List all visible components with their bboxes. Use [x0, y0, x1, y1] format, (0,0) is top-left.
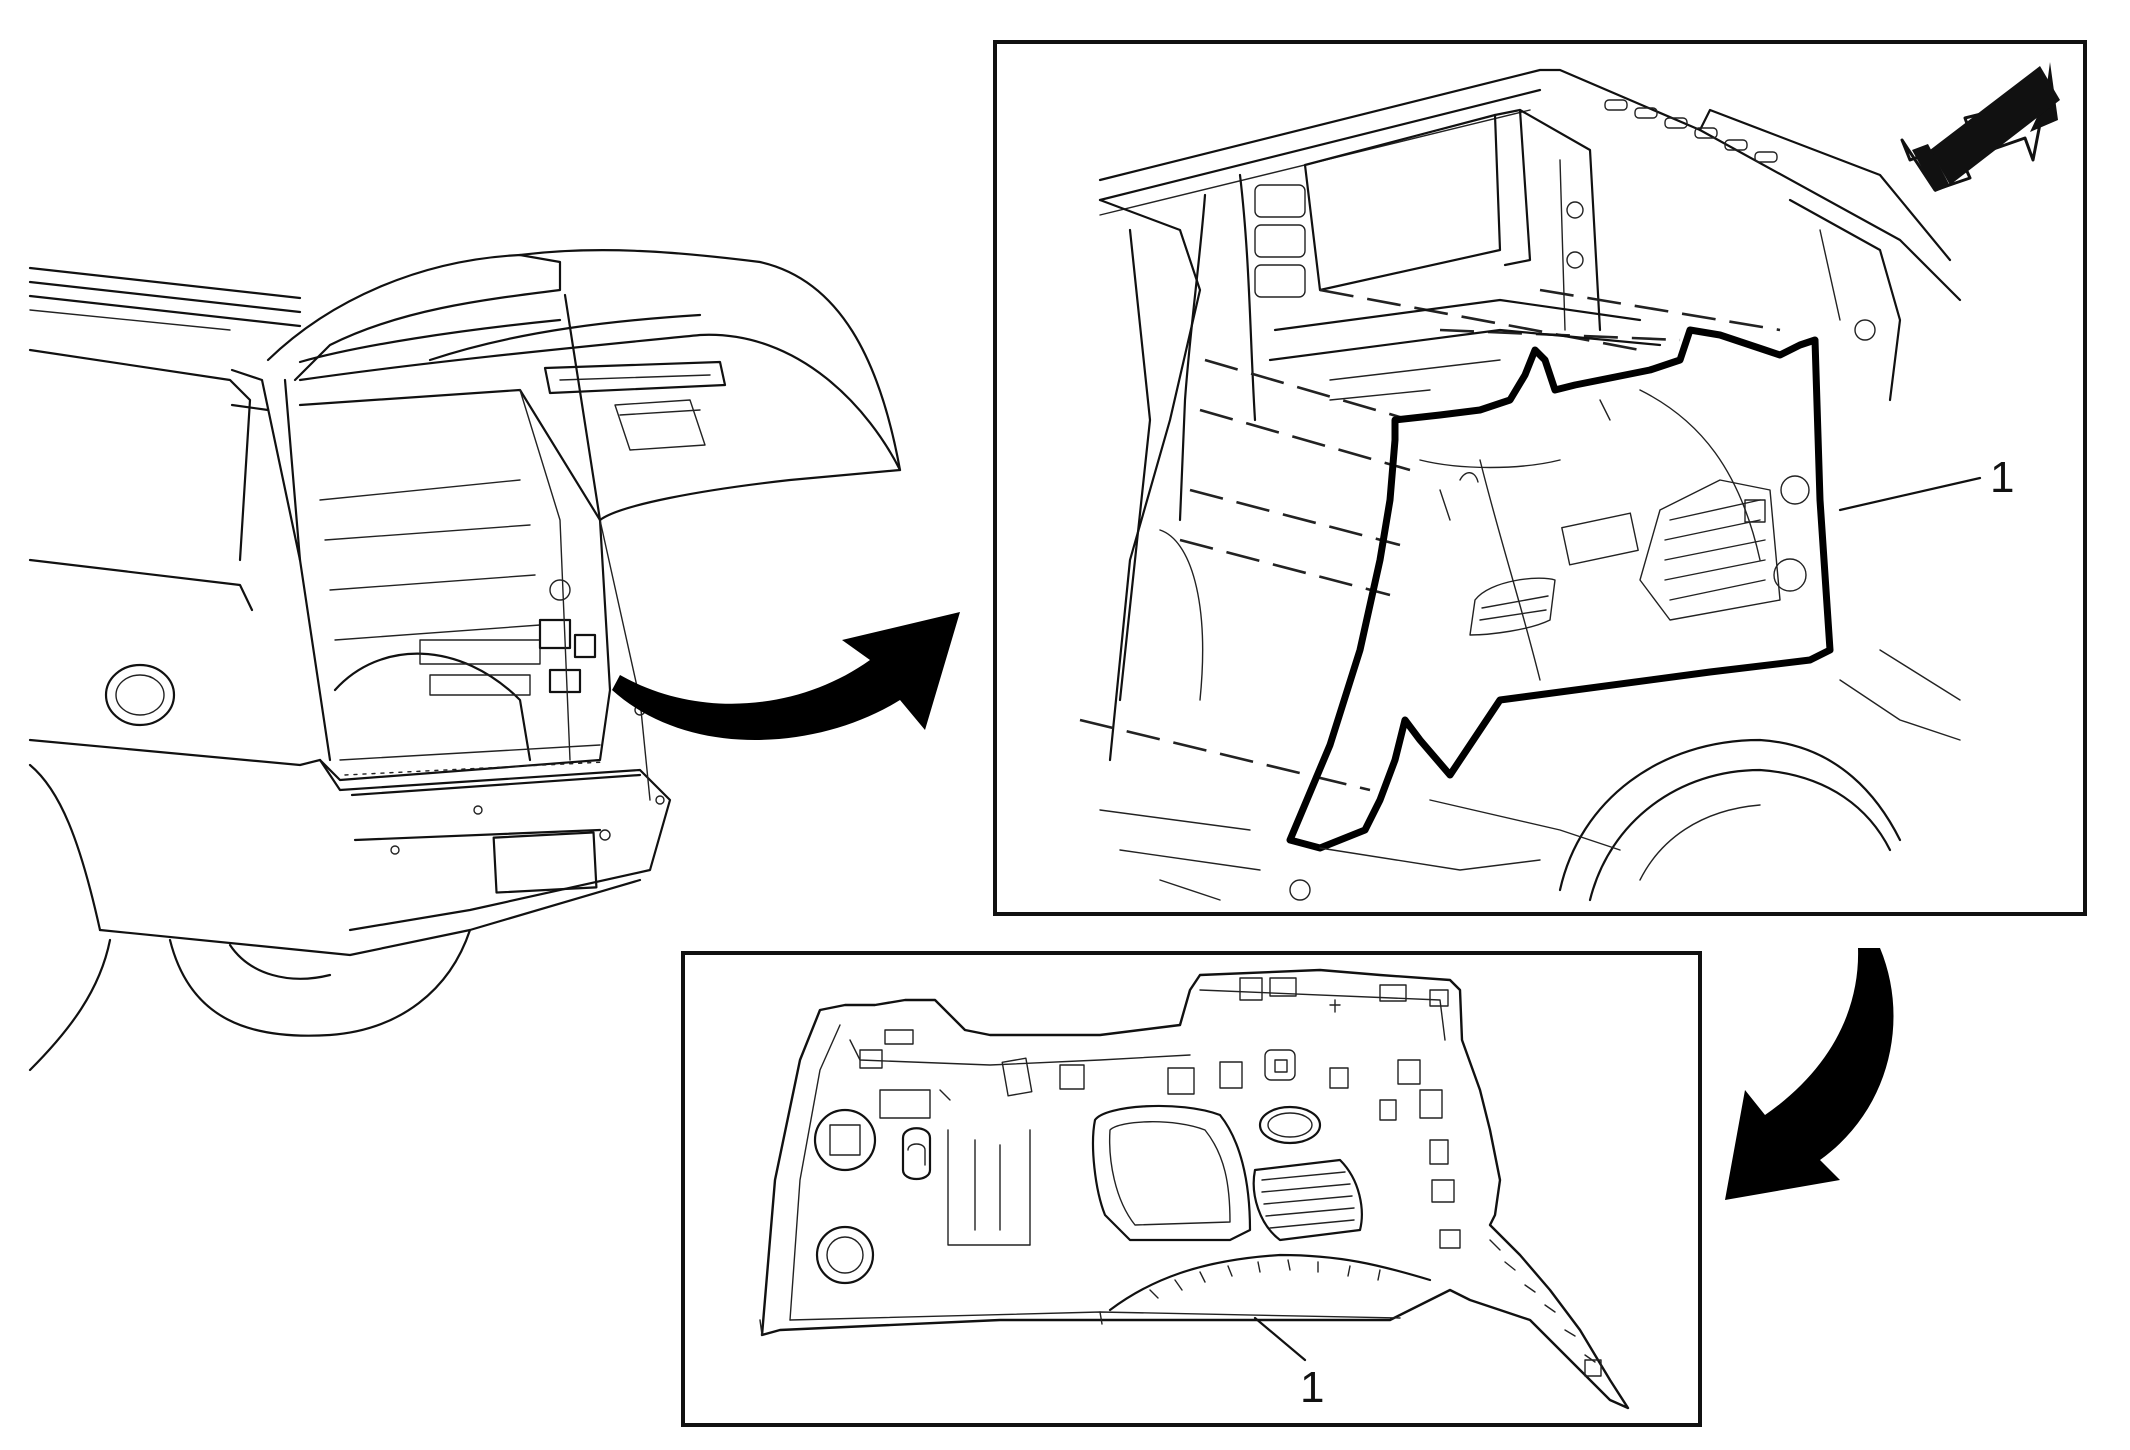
bottom-inset-panel-removed: 1	[681, 951, 1702, 1427]
top-inset-panel-installed: 1	[993, 40, 2087, 916]
callout-label-top: 1	[1990, 453, 2014, 502]
vehicle-rear-illustration	[28, 249, 902, 1072]
roof-slots	[1604, 99, 1778, 163]
quarter-trim-panel-installed	[1286, 326, 1834, 852]
leader-line-bottom	[1253, 1316, 1307, 1362]
leader-line-top	[1838, 476, 1982, 512]
callout-label-bottom: 1	[1300, 1363, 1324, 1412]
view-direction-arrow-icon	[1900, 62, 2060, 192]
curved-arrow-right-icon	[612, 612, 960, 740]
quarter-trim-panel-removed	[759, 968, 1630, 1410]
curved-arrow-down-icon	[1725, 948, 1894, 1200]
